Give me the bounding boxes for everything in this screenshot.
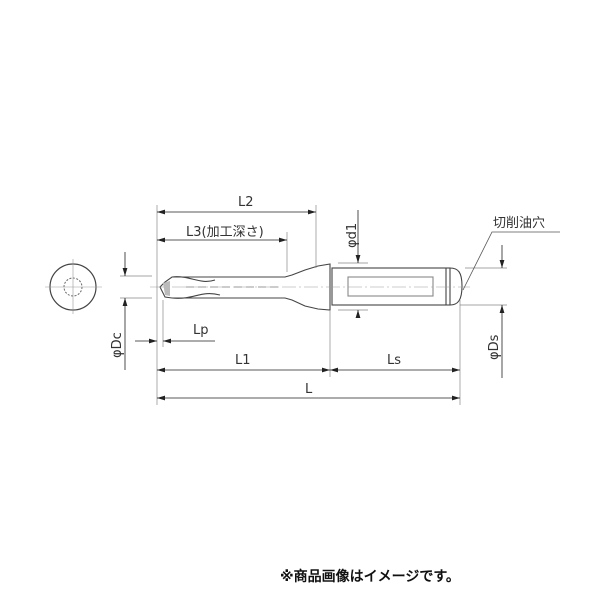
label-Dc: φDc [110,332,125,358]
label-d1: φd1 [345,223,360,248]
label-Ls: Ls [387,353,401,368]
label-coolant-hole: 切削油穴 [493,216,545,231]
label-L: L [305,382,313,397]
drill-body [150,263,470,311]
label-Lp: Lp [193,323,209,338]
label-L3: L3(加工深さ) [186,225,264,240]
label-Ds: φDs [487,334,502,360]
label-L2: L2 [238,195,254,210]
coolant-hole-leader [462,231,560,291]
label-L1: L1 [235,353,251,368]
image-disclaimer-caption: ※商品画像はイメージです。 [280,569,460,585]
end-view [45,259,102,314]
